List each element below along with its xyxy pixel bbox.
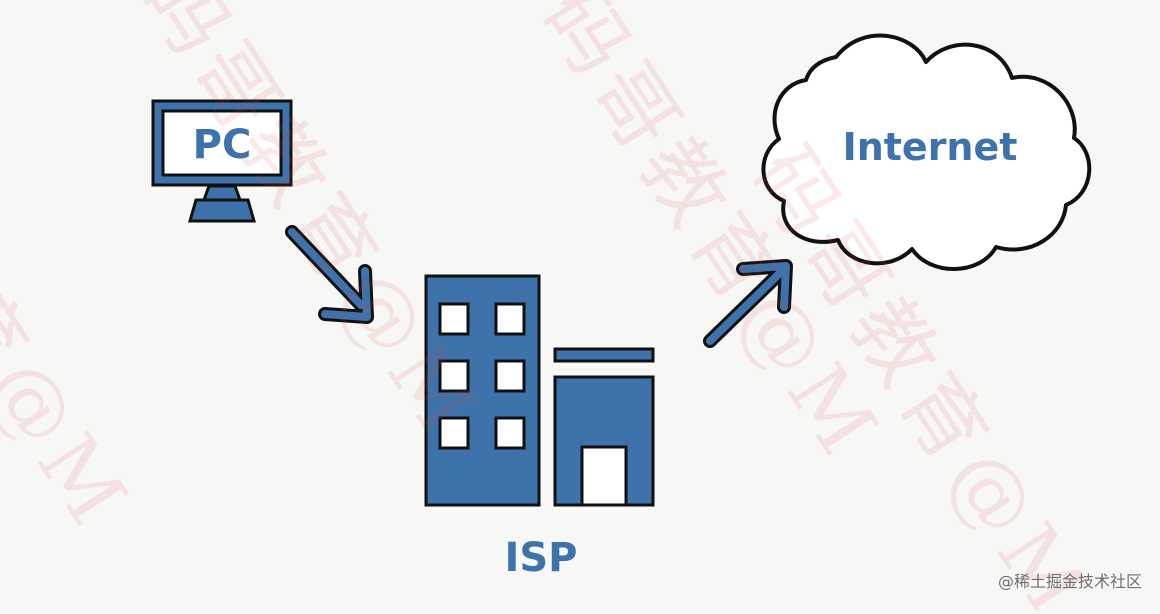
pc-node: PC (151, 99, 293, 223)
arrow-fill (288, 228, 371, 321)
isp-window (494, 359, 526, 393)
isp-annex-roof (553, 347, 655, 363)
arrow-pc-to-isp (285, 225, 374, 324)
pc-label: PC (193, 122, 252, 168)
internet-label: Internet (843, 125, 1018, 169)
monitor-neck (201, 184, 243, 202)
isp-label: ISP (504, 535, 577, 581)
source-watermark: @稀土掘金技术社区 (997, 572, 1142, 591)
isp-window (494, 416, 526, 450)
arrow-fill (706, 262, 790, 345)
isp-window (494, 302, 526, 336)
arrow-isp-to-internet (703, 259, 793, 348)
internet-node: Internet (761, 33, 1092, 271)
monitor-base (188, 198, 256, 223)
isp-window (438, 416, 470, 450)
isp-window (438, 359, 470, 393)
isp-door (580, 445, 628, 507)
cloud-shape (761, 33, 1092, 271)
isp-node: ISP (424, 274, 655, 581)
monitor-screen (161, 109, 283, 177)
isp-window (438, 302, 470, 336)
